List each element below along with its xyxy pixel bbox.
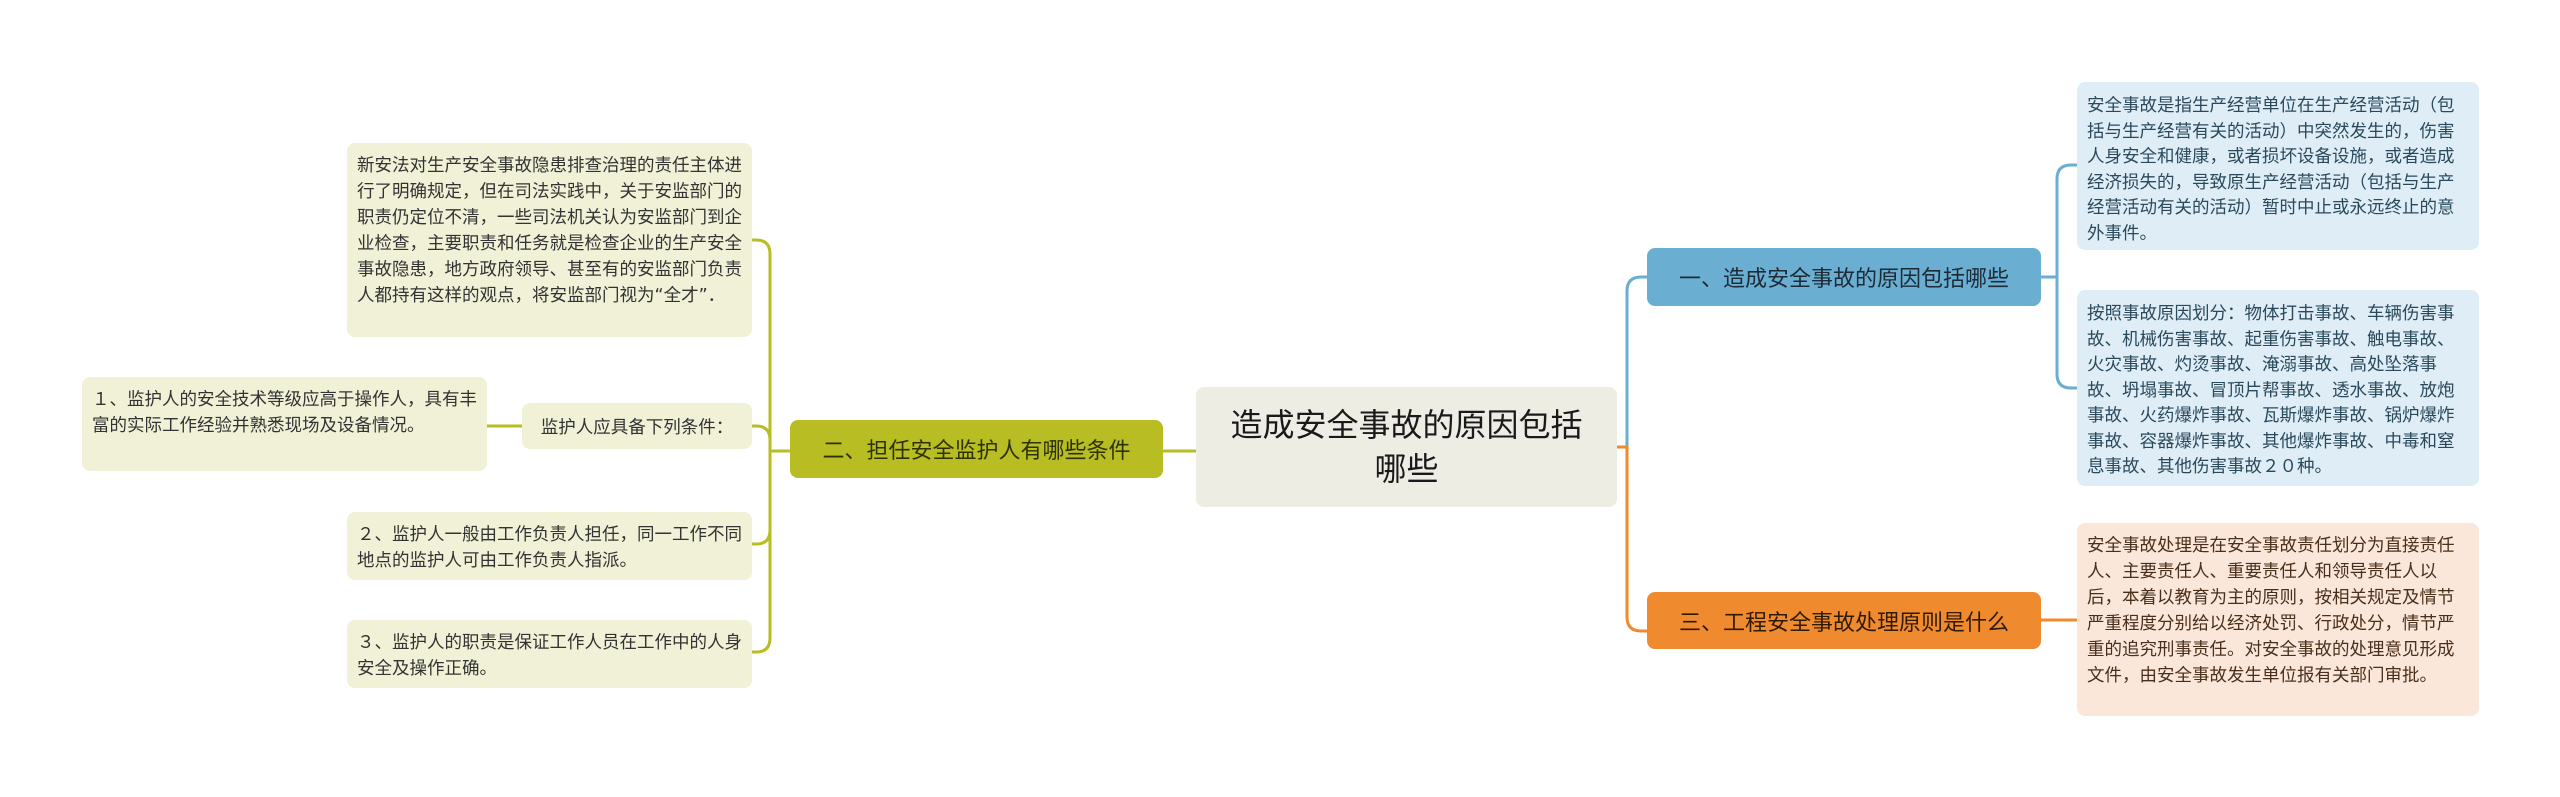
leaf-new-safety-law[interactable]: 新安法对生产安全事故隐患排查治理的责任主体进行了明确规定，但在司法实践中，关于安… <box>347 143 752 337</box>
leaf-guardian-req-1[interactable]: １、监护人的安全技术等级应高于操作人，具有丰富的实际工作经验并熟悉现场及设备情况… <box>82 377 487 471</box>
leaf-guardian-requirements-text: 监护人应具备下列条件： <box>540 417 734 438</box>
leaf-guardian-req-2-text: ２、监护人一般由工作负责人担任，同一工作不同地点的监护人可由工作负责人指派。 <box>357 525 742 571</box>
root-topic[interactable]: 造成安全事故的原因包括哪些 <box>1196 387 1617 507</box>
leaf-guardian-req-1-text: １、监护人的安全技术等级应高于操作人，具有丰富的实际工作经验并熟悉现场及设备情况… <box>92 390 477 436</box>
leaf-guardian-req-3[interactable]: ３、监护人的职责是保证工作人员在工作中的人身安全及操作正确。 <box>347 620 752 688</box>
leaf-guardian-req-3-text: ３、监护人的职责是保证工作人员在工作中的人身安全及操作正确。 <box>357 633 742 679</box>
root-topic-text: 造成安全事故的原因包括哪些 <box>1230 406 1583 488</box>
leaf-accident-types-text: 按照事故原因划分：物体打击事故、车辆伤害事故、机械伤害事故、起重伤害事故、触电事… <box>2087 304 2455 477</box>
leaf-handling-principles[interactable]: 安全事故处理是在安全事故责任划分为直接责任人、主要责任人、重要责任人和领导责任人… <box>2077 523 2479 716</box>
leaf-accident-types[interactable]: 按照事故原因划分：物体打击事故、车辆伤害事故、机械伤害事故、起重伤害事故、触电事… <box>2077 290 2479 486</box>
leaf-guardian-req-2[interactable]: ２、监护人一般由工作负责人担任，同一工作不同地点的监护人可由工作负责人指派。 <box>347 512 752 580</box>
leaf-guardian-requirements[interactable]: 监护人应具备下列条件： <box>522 403 752 449</box>
leaf-new-safety-law-text: 新安法对生产安全事故隐患排查治理的责任主体进行了明确规定，但在司法实践中，关于安… <box>357 156 742 306</box>
branch-handling-principles[interactable]: 三、工程安全事故处理原则是什么 <box>1647 592 2041 649</box>
branch-causes[interactable]: 一、造成安全事故的原因包括哪些 <box>1647 248 2041 306</box>
branch-guardian-conditions[interactable]: 二、担任安全监护人有哪些条件 <box>790 420 1163 478</box>
branch-handling-principles-label: 三、工程安全事故处理原则是什么 <box>1678 610 2009 636</box>
branch-guardian-conditions-label: 二、担任安全监护人有哪些条件 <box>822 439 1131 464</box>
branch-causes-label: 一、造成安全事故的原因包括哪些 <box>1678 267 2009 292</box>
leaf-accident-definition[interactable]: 安全事故是指生产经营单位在生产经营活动（包括与生产经营有关的活动）中突然发生的，… <box>2077 82 2479 250</box>
leaf-handling-principles-text: 安全事故处理是在安全事故责任划分为直接责任人、主要责任人、重要责任人和领导责任人… <box>2087 536 2455 686</box>
leaf-accident-definition-text: 安全事故是指生产经营单位在生产经营活动（包括与生产经营有关的活动）中突然发生的，… <box>2087 96 2455 244</box>
